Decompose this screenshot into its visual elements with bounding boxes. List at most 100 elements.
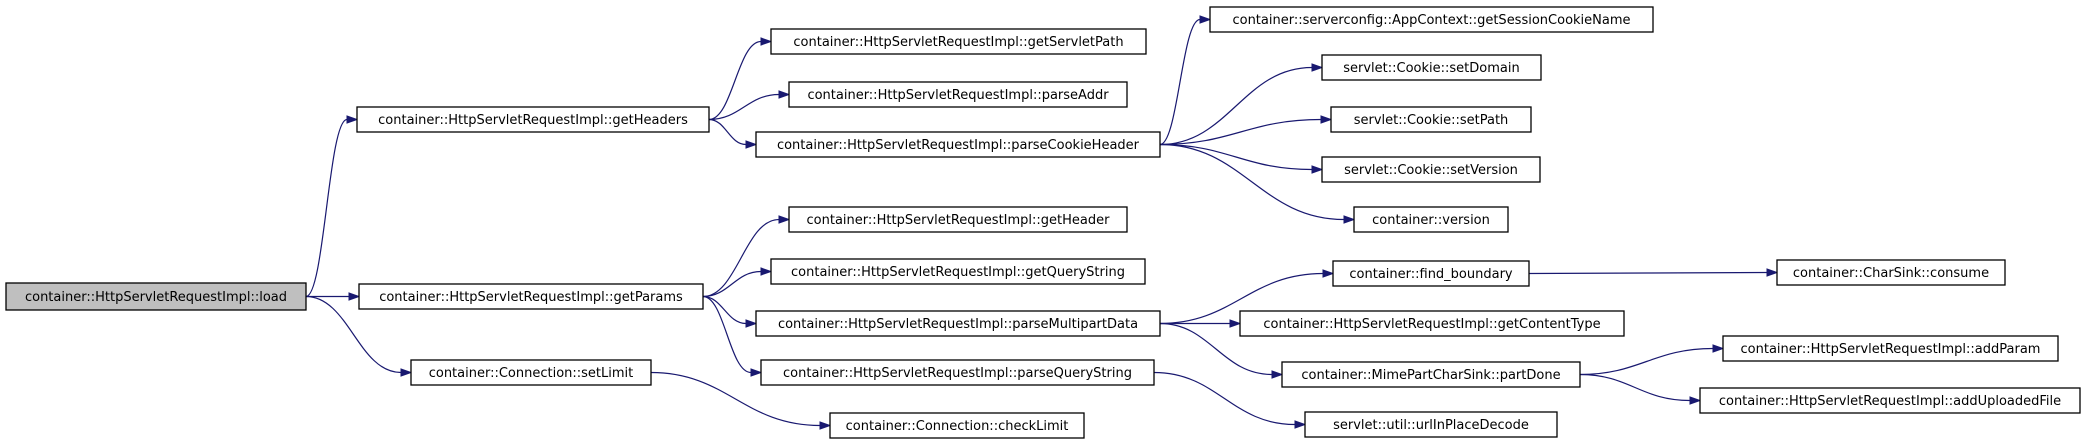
node-parsemultipartdata[interactable]: container::HttpServletRequestImpl::parse… — [755, 310, 1161, 337]
node-label: container::find_boundary — [1349, 267, 1513, 282]
arrowhead-icon — [745, 319, 758, 328]
node-label: servlet::Cookie::setVersion — [1344, 163, 1518, 178]
node-partdone[interactable]: container::MimePartCharSink::partDone — [1281, 361, 1581, 388]
node-box — [1353, 206, 1509, 233]
node-parsecookieheader[interactable]: container::HttpServletRequestImpl::parse… — [755, 131, 1161, 158]
edge-getparams-to-getquerystring — [702, 267, 773, 298]
node-label: container::Connection::setLimit — [429, 366, 634, 381]
node-box — [770, 28, 1147, 55]
arrowhead-icon — [1712, 344, 1725, 353]
node-box — [1699, 387, 2081, 414]
node-box — [1332, 260, 1530, 287]
node-parsequerystring[interactable]: container::HttpServletRequestImpl::parse… — [760, 359, 1155, 386]
node-getquerystring[interactable]: container::HttpServletRequestImpl::getQu… — [770, 258, 1146, 285]
edge-partdone-to-addparam — [1579, 344, 1725, 376]
node-getservletpath[interactable]: container::HttpServletRequestImpl::getSe… — [770, 28, 1147, 55]
node-box — [755, 310, 1161, 337]
edge-parsecookieheader-to-setpath — [1159, 115, 1333, 146]
node-label: container::HttpServletRequestImpl::parse… — [777, 138, 1140, 153]
edge-setlimit-to-checklimit — [650, 371, 832, 430]
node-box — [1776, 259, 2006, 286]
node-box — [1321, 54, 1542, 81]
node-box — [1304, 411, 1558, 438]
node-box — [356, 106, 710, 133]
arrowhead-icon — [400, 368, 413, 377]
edge-parsemultipartdata-to-getcontenttype — [1160, 319, 1242, 328]
node-label: container::CharSink::consume — [1793, 266, 1989, 281]
arrowhead-icon — [346, 115, 359, 124]
node-label: container::HttpServletRequestImpl::load — [25, 290, 287, 305]
node-label: servlet::Cookie::setDomain — [1343, 61, 1519, 76]
node-box — [755, 131, 1161, 158]
edge-parsemultipartdata-to-partdone — [1159, 322, 1284, 379]
arrowhead-icon — [760, 37, 773, 46]
node-box — [358, 283, 704, 310]
node-label: container::HttpServletRequestImpl::parse… — [807, 88, 1109, 103]
node-parseaddr[interactable]: container::HttpServletRequestImpl::parse… — [788, 81, 1128, 108]
node-addparam[interactable]: container::HttpServletRequestImpl::addPa… — [1722, 335, 2059, 362]
node-label: container::MimePartCharSink::partDone — [1301, 368, 1560, 383]
node-find-boundary[interactable]: container::find_boundary — [1332, 260, 1530, 287]
node-label: container::HttpServletRequestImpl::getQu… — [791, 265, 1125, 280]
edge-load-to-getheaders — [305, 115, 359, 298]
node-label: container::HttpServletRequestImpl::parse… — [783, 366, 1132, 381]
edge-parsemultipartdata-to-find-boundary — [1159, 269, 1335, 325]
node-label: container::HttpServletRequestImpl::getCo… — [1263, 317, 1600, 332]
arrowhead-icon — [1320, 115, 1333, 124]
node-box — [1209, 6, 1654, 33]
node-label: container::HttpServletRequestImpl::getPa… — [379, 290, 683, 305]
node-box — [770, 258, 1146, 285]
arrowhead-icon — [348, 292, 361, 301]
node-getsessioncookiename[interactable]: container::serverconfig::AppContext::get… — [1209, 6, 1654, 33]
node-getcontenttype[interactable]: container::HttpServletRequestImpl::getCo… — [1239, 310, 1625, 337]
edge-parsecookieheader-to-setversion — [1159, 143, 1324, 174]
arrowhead-icon — [745, 140, 758, 149]
edge-getheaders-to-parseaddr — [708, 90, 791, 121]
node-label: container::HttpServletRequestImpl::addPa… — [1741, 342, 2041, 357]
arrowhead-icon — [1294, 420, 1307, 429]
node-box — [410, 359, 652, 386]
edge-parsecookieheader-to-setdomain — [1159, 63, 1324, 146]
node-setlimit[interactable]: container::Connection::setLimit — [410, 359, 652, 386]
edge-getheaders-to-getservletpath — [708, 37, 773, 121]
node-adduploadedfile[interactable]: container::HttpServletRequestImpl::addUp… — [1699, 387, 2081, 414]
call-graph-edges — [305, 15, 1779, 430]
arrowhead-icon — [778, 215, 791, 224]
arrowhead-icon — [1271, 370, 1284, 379]
arrowhead-icon — [750, 368, 763, 377]
edge-load-to-getparams — [306, 292, 361, 301]
node-load[interactable]: container::HttpServletRequestImpl::load — [5, 282, 307, 311]
arrowhead-icon — [819, 421, 832, 430]
call-graph-nodes: container::HttpServletRequestImpl::loadc… — [5, 6, 2081, 439]
node-getheaders[interactable]: container::HttpServletRequestImpl::getHe… — [356, 106, 710, 133]
node-label: container::HttpServletRequestImpl::parse… — [778, 317, 1138, 332]
node-setversion[interactable]: servlet::Cookie::setVersion — [1321, 156, 1541, 183]
node-label: container::HttpServletRequestImpl::getHe… — [378, 113, 688, 128]
node-box — [1330, 106, 1532, 133]
node-urlinplacedecode[interactable]: servlet::util::urlInPlaceDecode — [1304, 411, 1558, 438]
node-box — [5, 282, 307, 311]
arrowhead-icon — [760, 267, 773, 276]
edge-getparams-to-getheader — [702, 215, 791, 298]
arrowhead-icon — [1343, 215, 1356, 224]
edge-partdone-to-adduploadedfile — [1579, 373, 1702, 405]
node-setpath[interactable]: servlet::Cookie::setPath — [1330, 106, 1532, 133]
arrowhead-icon — [778, 90, 791, 99]
node-box — [1321, 156, 1541, 183]
node-box — [788, 81, 1128, 108]
node-version[interactable]: container::version — [1353, 206, 1509, 233]
node-label: container::HttpServletRequestImpl::addUp… — [1719, 394, 2061, 409]
node-checklimit[interactable]: container::Connection::checkLimit — [829, 412, 1085, 439]
arrowhead-icon — [1311, 165, 1324, 174]
node-box — [760, 359, 1155, 386]
node-getparams[interactable]: container::HttpServletRequestImpl::getPa… — [358, 283, 704, 310]
node-label: servlet::util::urlInPlaceDecode — [1333, 418, 1529, 433]
node-label: container::Connection::checkLimit — [846, 419, 1069, 434]
edge-find-boundary-to-consume — [1528, 268, 1779, 277]
edge-parsequerystring-to-urlinplacedecode — [1153, 371, 1307, 429]
node-consume[interactable]: container::CharSink::consume — [1776, 259, 2006, 286]
node-getheader[interactable]: container::HttpServletRequestImpl::getHe… — [788, 206, 1128, 233]
node-box — [1722, 335, 2059, 362]
node-setdomain[interactable]: servlet::Cookie::setDomain — [1321, 54, 1542, 81]
